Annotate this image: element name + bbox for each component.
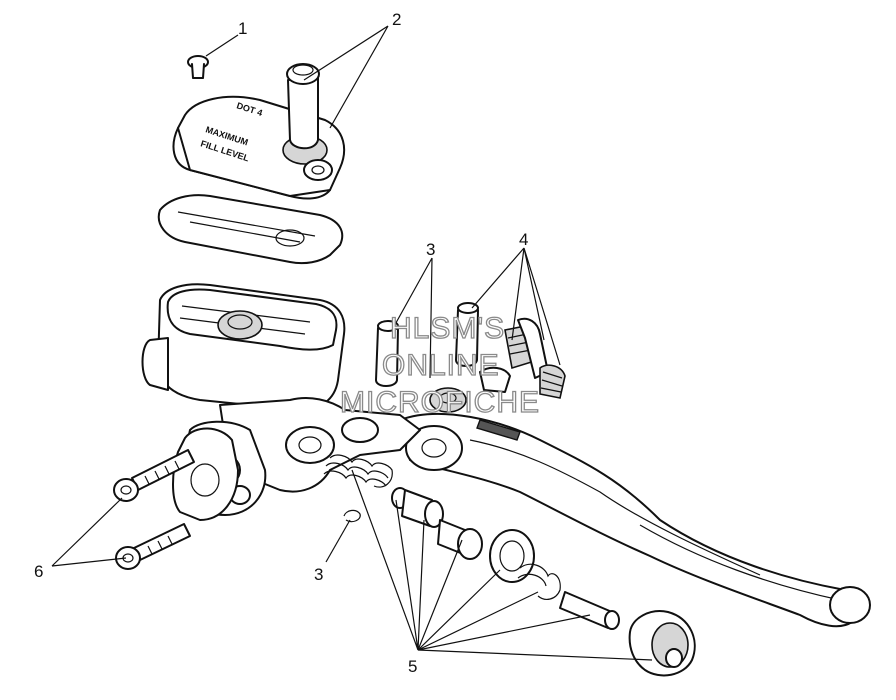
- brake-lever: [399, 412, 871, 628]
- watermark-line-1: HLSM'S: [390, 312, 505, 345]
- callout-5: 5: [408, 657, 417, 676]
- clamp: [172, 427, 239, 521]
- clamp-screws: [113, 449, 195, 570]
- callout-3-upper: 3: [426, 240, 435, 259]
- pivot-pins: [375, 302, 479, 387]
- watermark: HLSM'S ONLINE MICROFICHE: [339, 311, 540, 419]
- adjuster-parts: [429, 317, 566, 413]
- watermark-line-3: MICROFICHE: [340, 386, 540, 419]
- callout-3-lower: 3: [314, 565, 323, 584]
- leader-lines: [51, 25, 653, 661]
- circlip: [343, 509, 361, 523]
- callout-labels: 1 2 3 4 3 6 5: [34, 10, 528, 676]
- cap-screw: [187, 55, 209, 79]
- callout-6: 6: [34, 562, 43, 581]
- callout-2: 2: [392, 10, 401, 29]
- callout-1: 1: [238, 19, 247, 38]
- callout-4: 4: [519, 230, 528, 249]
- watermark-line-2: ONLINE: [382, 349, 500, 382]
- reservoir-cap: [157, 194, 344, 265]
- sight-plug: [286, 63, 320, 150]
